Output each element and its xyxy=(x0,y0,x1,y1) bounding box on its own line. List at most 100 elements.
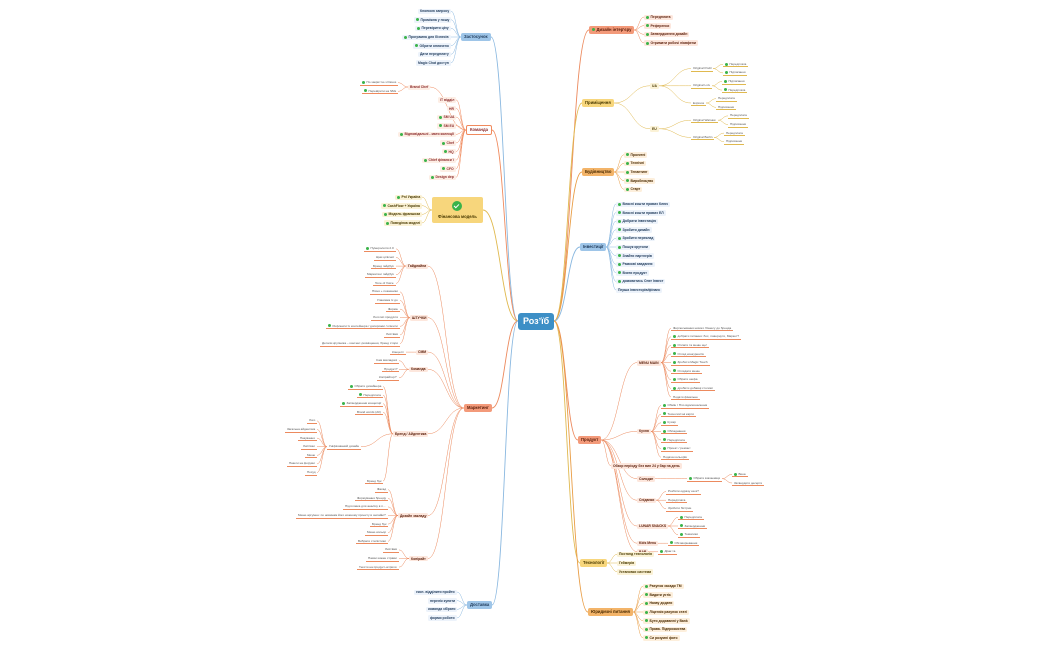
topic-node[interactable]: Нумерологія 2.0 xyxy=(364,246,396,252)
topic-node[interactable]: Пакети на форуми xyxy=(287,461,317,467)
topic-node[interactable]: Передплата xyxy=(724,130,745,137)
topic-node[interactable]: SM EU xyxy=(437,123,457,129)
topic-node[interactable]: Зробити дизайн xyxy=(616,227,652,233)
topic-node[interactable]: Передплата xyxy=(644,14,673,20)
topic-node[interactable]: Тексти на продукт-штрихи xyxy=(357,564,399,571)
topic-node[interactable]: Форма xyxy=(386,306,400,313)
topic-node[interactable]: Формування бренду xyxy=(355,495,389,502)
topic-node[interactable]: Перевірити ціну xyxy=(415,25,451,32)
topic-node[interactable]: EU xyxy=(650,126,659,132)
topic-node[interactable]: Brand Chef xyxy=(408,84,431,90)
topic-node[interactable]: Листівки xyxy=(383,547,400,553)
topic-node[interactable]: Солодке xyxy=(637,476,656,482)
topic-node[interactable]: Знайти партнерів xyxy=(616,253,654,259)
topic-node[interactable]: Підготовка для аналізу в п... xyxy=(343,504,388,510)
topic-node[interactable]: Сам викладачі xyxy=(374,358,400,364)
topic-node[interactable]: Назву додати xyxy=(643,600,675,607)
branch-node-3[interactable]: Маркетинг xyxy=(464,403,492,412)
topic-node[interactable]: Пакування xyxy=(298,435,317,442)
topic-node[interactable]: Зробити Magic Touch xyxy=(671,360,710,366)
topic-node[interactable]: Пісня + показники xyxy=(370,289,400,295)
topic-node[interactable]: Затвердити десерти xyxy=(732,480,765,486)
topic-node[interactable]: Подати фінальне xyxy=(671,394,700,400)
topic-node[interactable]: Права. Підприємства xyxy=(643,626,688,633)
topic-node[interactable]: Вина xyxy=(732,471,748,478)
topic-node[interactable]: Kids Menu xyxy=(637,540,659,547)
topic-node[interactable]: Сніданки xyxy=(637,497,657,504)
topic-node[interactable]: Chef xyxy=(440,140,457,146)
topic-node[interactable]: Розбити одразу на в? xyxy=(666,489,701,495)
topic-node[interactable]: Упаковка їх до xyxy=(375,298,400,304)
topic-node[interactable]: Референси xyxy=(644,23,672,29)
topic-node[interactable]: Геймерів xyxy=(617,560,637,566)
topic-node[interactable]: Посуд xyxy=(305,470,318,476)
topic-node[interactable]: Original Lviv xyxy=(691,83,713,89)
topic-node[interactable]: Фасад xyxy=(375,487,389,493)
branch-node-2[interactable]: Фінансова модель xyxy=(432,197,483,223)
topic-node[interactable]: Технічні xyxy=(624,160,647,167)
topic-node[interactable]: Листівки xyxy=(384,332,401,338)
branch-node-5[interactable]: Дизайн інтер'єру xyxy=(589,25,635,34)
topic-node[interactable]: Технологічні карти xyxy=(661,411,696,418)
topic-node[interactable]: CashFlow + Україна xyxy=(381,203,422,209)
topic-node[interactable]: LUNAR SNACKS xyxy=(637,523,669,529)
topic-node[interactable]: Brand words (All) xyxy=(355,409,383,416)
topic-node[interactable]: Pnl Україна xyxy=(395,194,423,200)
topic-node[interactable]: Власні кошти правих Ключ xyxy=(616,201,671,207)
topic-node[interactable]: Поведінка моделі xyxy=(384,220,423,226)
topic-node[interactable]: Підписання xyxy=(716,104,736,111)
topic-node[interactable]: Затвердження xyxy=(678,523,708,529)
topic-node[interactable]: Ціни цілісної xyxy=(374,255,397,261)
topic-node[interactable]: Original Warsaw xyxy=(691,117,718,124)
topic-node[interactable]: Тенантинг xyxy=(624,169,650,175)
topic-node[interactable]: Загальна айдентика xyxy=(285,427,318,433)
topic-node[interactable]: Взяти продукт xyxy=(616,270,649,276)
topic-node[interactable]: Дати передплату xyxy=(418,51,451,58)
branch-node-8[interactable]: Інвестиції xyxy=(580,242,607,251)
topic-node[interactable]: Концепт xyxy=(390,349,406,356)
topic-node[interactable]: Обладнання xyxy=(661,428,688,435)
topic-node[interactable]: Підписання xyxy=(723,70,748,76)
branch-node-6[interactable]: Приміщення xyxy=(582,98,614,107)
topic-node[interactable]: Проектні xyxy=(624,152,648,158)
topic-node[interactable]: CFO xyxy=(440,166,456,172)
branch-node-4[interactable]: Доставка xyxy=(467,600,493,609)
topic-node[interactable]: Старт xyxy=(624,186,643,193)
branch-node-9[interactable]: Продукт xyxy=(578,435,602,444)
topic-node[interactable]: Рахунок засади ТМ xyxy=(643,583,684,590)
topic-node[interactable]: Вибрати стилістики xyxy=(356,538,388,545)
topic-node[interactable]: MENU MAIN xyxy=(637,360,661,366)
topic-node[interactable]: Копірайтер? xyxy=(377,375,399,381)
topic-node[interactable]: Затвердження концепції xyxy=(340,401,384,407)
topic-node[interactable]: Меню xyxy=(305,452,318,459)
topic-node[interactable]: IT відділ xyxy=(438,97,457,103)
branch-node-0[interactable]: Застосунок xyxy=(461,32,491,41)
topic-node[interactable]: Обговорювання xyxy=(668,540,700,547)
topic-node[interactable]: Си розумні фото xyxy=(643,635,680,641)
topic-node[interactable]: Кухня xyxy=(637,428,651,435)
topic-node[interactable]: Назви кожен страви xyxy=(366,556,399,562)
topic-node[interactable]: Маркетинг гайдбук xyxy=(365,272,396,278)
topic-node[interactable]: Original Berlin xyxy=(691,134,715,141)
branch-node-11[interactable]: Юридичні питання xyxy=(588,607,633,616)
topic-node[interactable]: Лого xyxy=(307,418,318,424)
topic-node[interactable]: Кухар xyxy=(661,420,678,426)
topic-node[interactable]: Перша інвесторів/фінанс xyxy=(616,287,663,293)
topic-node[interactable]: Express xyxy=(691,100,707,106)
topic-node[interactable]: Бути додаванні у Bank xyxy=(643,618,690,624)
topic-node[interactable]: CMM xyxy=(416,349,429,355)
branch-node-10[interactable]: Технології xyxy=(580,558,608,567)
topic-node[interactable]: SM UA xyxy=(437,114,457,120)
topic-node[interactable]: Design dep xyxy=(429,174,456,181)
branch-node-1[interactable]: Команда xyxy=(466,124,492,135)
topic-node[interactable]: команда зібрати xyxy=(426,606,458,613)
topic-node[interactable]: Фергюсьвання нового бізнесу до бренда xyxy=(671,325,734,332)
topic-node[interactable]: Проміжна у пошу xyxy=(414,17,452,23)
topic-node[interactable]: Обрати виконавця xyxy=(687,476,723,482)
topic-node[interactable]: HR xyxy=(447,106,456,112)
topic-node[interactable]: Власні кошти правих ЕЛ xyxy=(616,210,666,216)
topic-node[interactable]: Обрати шефа xyxy=(671,377,700,383)
topic-node[interactable]: Пошук крутили xyxy=(616,244,650,250)
topic-node[interactable]: дробити добавці столові xyxy=(671,385,715,392)
topic-node[interactable]: Гайдлайни xyxy=(406,263,429,269)
